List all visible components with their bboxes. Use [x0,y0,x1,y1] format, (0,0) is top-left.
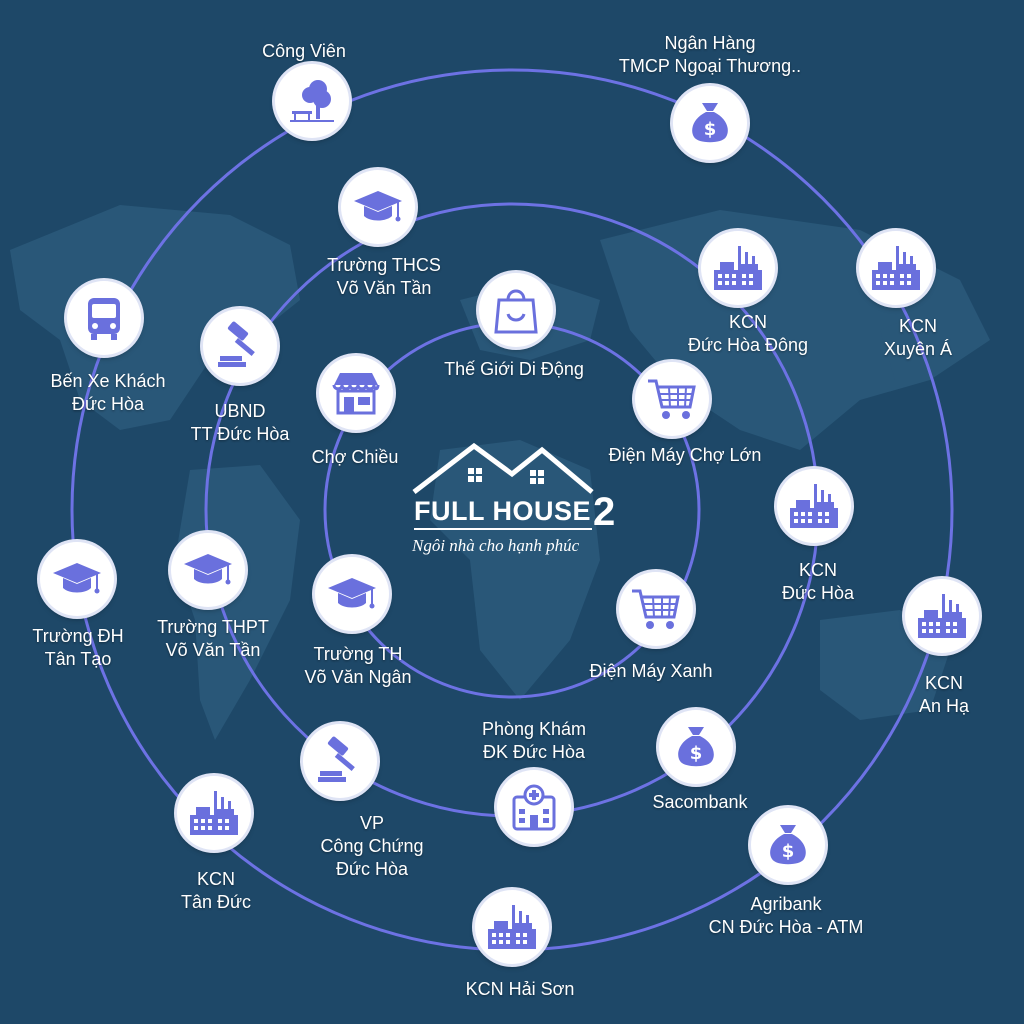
factory-icon [701,231,775,305]
location-label-kcn-an-ha: KCN An Hạ [919,672,969,718]
brand-number: 2 [593,490,616,534]
location-label-line: Điện Máy Xanh [589,661,713,681]
location-label-kcn-duc-hoa: KCN Đức Hòa [782,559,854,605]
brand-slogan: Ngôi nhà cho hạnh phúc [412,536,580,555]
location-label-line: Chợ Chiều [311,447,399,467]
shopping-cart-icon [619,572,693,646]
location-label-line: Đức Hòa [781,583,855,603]
hospital-icon [497,770,571,844]
location-label-line: KCN [924,673,963,693]
svg-text:$: $ [704,119,717,140]
shopping-bag-icon [479,273,553,347]
location-label-line: Sacombank [652,792,748,812]
location-label-line: Tân Đức [180,892,252,912]
graduation-cap-icon [171,533,245,607]
location-label-line: Bến Xe Khách [50,371,166,391]
location-label-line: Điện Máy Chợ Lớn [608,445,762,465]
factory-icon [475,890,549,964]
location-label-dien-may-xanh: Điện Máy Xanh [589,660,712,683]
money-bag-icon: $ [673,86,747,160]
location-label-line: Phòng Khám [481,719,587,739]
location-label-cong-vien: Công Viên [262,40,346,63]
svg-text:$: $ [690,743,703,764]
location-label-kcn-duc-hoa-dong: KCN Đức Hòa Đông [688,311,808,357]
gavel-icon [203,309,277,383]
location-label-line: Công Chứng [320,836,424,856]
location-label-line: Võ Văn Tần [336,278,432,298]
brand-name: FULL HOUSE [414,496,592,526]
location-label-line: CN Đức Hòa - ATM [708,917,864,937]
location-label-line: Đức Hòa [335,859,409,879]
location-label-line: TMCP Ngoại Thương.. [618,56,802,76]
location-label-kcn-tan-duc: KCN Tân Đức [181,868,251,914]
factory-icon [859,231,933,305]
brand-underline [414,528,592,530]
location-label-line: Công Viên [262,41,346,61]
location-label-line: KCN [196,869,236,889]
money-bag-icon: $ [659,710,733,784]
location-label-kcn-hai-son: KCN Hải Sơn [466,978,575,1001]
location-label-ubnd: UBND TT Đức Hòa [191,400,290,446]
location-label-line: Đức Hòa Đông [687,335,809,355]
location-label-line: Võ Văn Ngân [304,667,412,687]
factory-icon [777,469,851,543]
location-label-line: Tân Tạo [44,649,112,669]
location-label-line: ĐK Đức Hòa [482,742,586,762]
graduation-cap-icon [315,557,389,631]
location-label-phong-kham: Phòng Khám ĐK Đức Hòa [482,718,586,764]
location-label-the-gioi-di-dong: Thế Giới Di Động [444,358,584,381]
location-label-line: KCN [728,312,768,332]
location-label-truong-th: Trường TH Võ Văn Ngân [304,643,411,689]
graduation-cap-icon [341,170,415,244]
factory-icon [177,776,251,850]
location-label-line: Võ Văn Tần [165,640,261,660]
graduation-cap-icon [40,542,114,616]
location-label-line: Trường ĐH [32,626,124,646]
gavel-icon [303,724,377,798]
location-label-line: Đức Hòa [71,394,145,414]
location-label-line: Thế Giới Di Động [444,359,584,379]
location-label-sacombank: Sacombank [652,791,747,814]
market-stall-icon [319,356,393,430]
location-label-line: Xuyên Á [883,339,953,359]
money-bag-icon: $ [751,808,825,882]
location-label-truong-thcs: Trường THCS Võ Văn Tần [327,254,441,300]
location-label-line: UBND [214,401,266,421]
house-roof-icon [412,442,594,494]
location-label-line: KCN [898,316,938,336]
location-label-truong-dh: Trường ĐH Tân Tạo [32,625,123,671]
location-label-line: Trường THCS [327,255,441,275]
location-label-line: KCN [798,560,838,580]
location-label-line: Trường TH [313,644,403,664]
full-house-2-logo: FULL HOUSE 2 Ngôi nhà cho hạnh phúc [412,440,632,570]
shopping-cart-icon [635,362,709,436]
location-label-line: TT Đức Hòa [190,424,290,444]
location-label-truong-thpt: Trường THPT Võ Văn Tần [157,616,269,662]
bus-icon [67,281,141,355]
location-label-line: Trường THPT [157,617,269,637]
location-label-line: An Hạ [918,696,970,716]
park-icon [275,64,349,138]
location-label-line: VP [359,813,384,833]
location-label-line: KCN Hải Sơn [465,979,575,999]
location-label-cho-chieu: Chợ Chiều [312,446,399,469]
factory-icon [905,579,979,653]
svg-text:$: $ [782,841,795,862]
location-label-kcn-xuyen-a: KCN Xuyên Á [884,315,952,361]
location-label-dien-may-cho-lon: Điện Máy Chợ Lớn [609,444,762,467]
location-label-line: Ngân Hàng [664,33,756,53]
location-label-line: Agribank [750,894,822,914]
location-label-agribank: Agribank CN Đức Hòa - ATM [709,893,864,939]
